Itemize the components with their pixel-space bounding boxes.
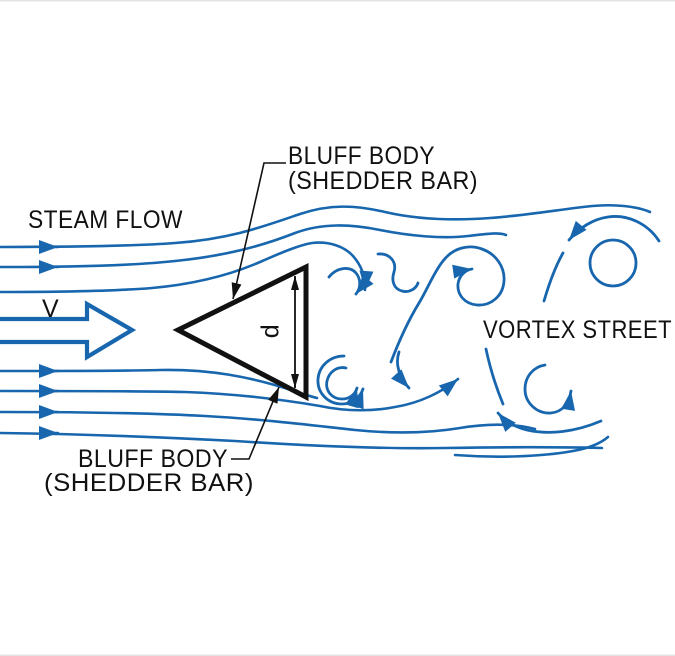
vortex-bottom-3-spiral	[523, 363, 576, 415]
bluff-body-bottom-label-line2: (SHEDDER BAR)	[44, 469, 254, 497]
text-labels: STEAM FLOW V BLUFF BODY (SHEDDER BAR) BL…	[28, 142, 672, 497]
vortex-top-1-inner	[327, 267, 374, 296]
bluff-body-bottom-label-line1: BLUFF BODY	[78, 445, 228, 473]
streamline-upper-3	[0, 241, 374, 294]
streamline-lower-4	[0, 431, 604, 450]
bluff-body-top-label-line2: (SHEDDER BAR)	[288, 167, 478, 195]
streamline-lower-2	[0, 377, 460, 412]
upstream-streamlines	[0, 203, 652, 458]
vortex-bottom-1-outer	[316, 354, 365, 410]
streamline-bottom-right	[453, 435, 610, 458]
leader-lines	[231, 162, 286, 460]
wake-squiggle	[376, 252, 420, 293]
vortex-street-label: VORTEX STREET	[483, 316, 672, 344]
top-edge-line	[0, 0, 675, 2]
vortex-bottom-3-swoosh	[496, 411, 603, 434]
streamline-upper-1	[0, 203, 652, 249]
vortex-street-swirls	[316, 215, 661, 434]
vortex-bottom-1-inner	[325, 366, 359, 409]
vortex-top-2-spiral	[389, 245, 506, 364]
bottom-edge-line	[0, 654, 675, 656]
vortex-bottom-2-arm	[391, 350, 411, 390]
leader-bottom	[231, 386, 280, 460]
bluff-body-top-label-line1: BLUFF BODY	[288, 142, 435, 170]
streamline-lower-3	[0, 410, 537, 434]
velocity-label: V	[42, 295, 59, 323]
vortex-top-3-circle	[588, 238, 638, 288]
vortex-top-3-tail	[542, 251, 565, 303]
vortex-top-3-arm	[567, 215, 661, 243]
steam-flow-label: STEAM FLOW	[28, 206, 183, 234]
vortex-bottom-3-left-curve	[484, 347, 505, 406]
bluff-body-triangle	[172, 262, 309, 402]
dimension-label: d	[257, 324, 285, 338]
dimension-d: d	[257, 276, 299, 388]
leader-top	[231, 162, 286, 300]
velocity-block-arrow	[0, 300, 137, 361]
streamline-upper-2	[0, 224, 508, 269]
